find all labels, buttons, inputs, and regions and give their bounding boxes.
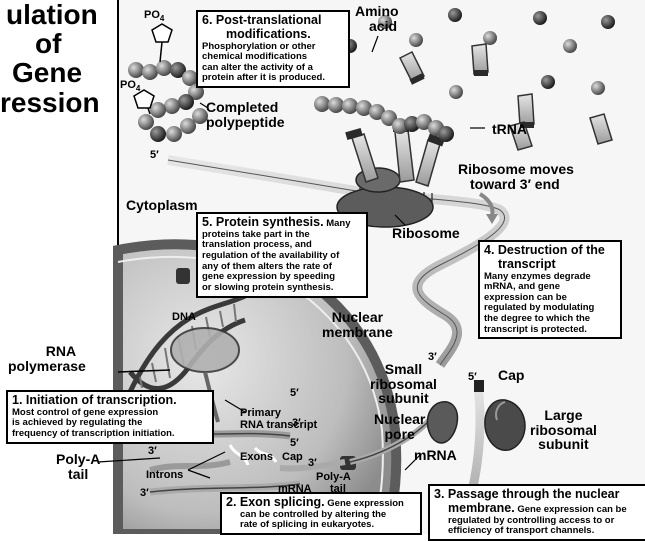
introns-label: Introns	[146, 470, 183, 482]
protein-synthesis-box: 5. Protein synthesis. Many proteins take…	[196, 212, 368, 298]
exon-splicing-title: 2. Exon splicing. Gene expression	[226, 496, 416, 510]
cytoplasm-label: Cytoplasm	[126, 198, 198, 213]
post-translational-body-4: protein after it is produced.	[202, 73, 344, 84]
destruction-title-2: transcript	[498, 258, 616, 272]
title-line-3: Gene	[12, 58, 82, 87]
ribosome-label: Ribosome	[392, 226, 460, 241]
five-prime-mid: 5′	[290, 388, 299, 400]
post-translational-title-2: modifications.	[226, 28, 344, 42]
post-translational-box: 6. Post-translational modifications. Pho…	[196, 10, 350, 88]
three-prime-cytoplasm: 3′	[428, 352, 437, 364]
destruction-body-6: transcript is protected.	[484, 325, 616, 336]
passage-title: 3. Passage through the nuclear	[434, 488, 645, 502]
five-prime-top: 5′	[150, 150, 159, 162]
initiation-box: 1. Initiation of transcription. Most con…	[6, 390, 214, 444]
five-prime-cap-cytoplasm: 5′	[468, 372, 477, 384]
title-line-2: of	[35, 29, 61, 58]
initiation-title: 1. Initiation of transcription.	[12, 394, 208, 408]
trna-label: tRNA	[492, 122, 527, 137]
membrane-pore-upper	[176, 268, 190, 284]
phosphate-label-top: PO4	[144, 10, 164, 24]
three-prime-left: 3′	[148, 446, 157, 458]
post-translational-title: 6. Post-translational	[202, 14, 344, 28]
exons-label: Exons	[240, 452, 273, 464]
passage-body-2: efficiency of transport channels.	[448, 526, 645, 537]
protein-synthesis-title: 5. Protein synthesis. Many	[202, 216, 362, 230]
large-ribosomal-subunit	[485, 400, 525, 450]
title-line-4: ression	[0, 88, 100, 117]
cap-cytoplasm-label: Cap	[498, 368, 524, 383]
passage-box: 3. Passage through the nuclear membrane.…	[428, 484, 645, 541]
exon-splicing-box: 2. Exon splicing. Gene expression can be…	[220, 492, 422, 535]
rna-polymerase-shape	[171, 328, 239, 372]
mrna-label: mRNA	[414, 448, 457, 463]
destruction-title: 4. Destruction of the	[484, 244, 616, 258]
initiation-body-3: frequency of transcription initiation.	[12, 429, 208, 440]
destruction-box: 4. Destruction of the transcript Many en…	[478, 240, 622, 339]
passage-title-2: membrane. Gene expression can be	[448, 502, 645, 516]
five-prime-cap: 5′	[290, 438, 299, 450]
protein-synthesis-body-6: or slowing protein synthesis.	[202, 283, 362, 294]
exon-splicing-body-2: rate of splicing in eukaryotes.	[240, 520, 416, 531]
dna-label: DNA	[172, 312, 196, 324]
three-prime-nucleus: 3′	[292, 418, 301, 430]
cap-nucleus-label: Cap	[282, 452, 303, 464]
phosphate-label-left: PO4	[120, 80, 140, 94]
title-line-1: ulation	[6, 0, 98, 29]
three-prime-low: 3′	[140, 488, 149, 500]
three-prime-pore: 3′	[308, 458, 317, 470]
